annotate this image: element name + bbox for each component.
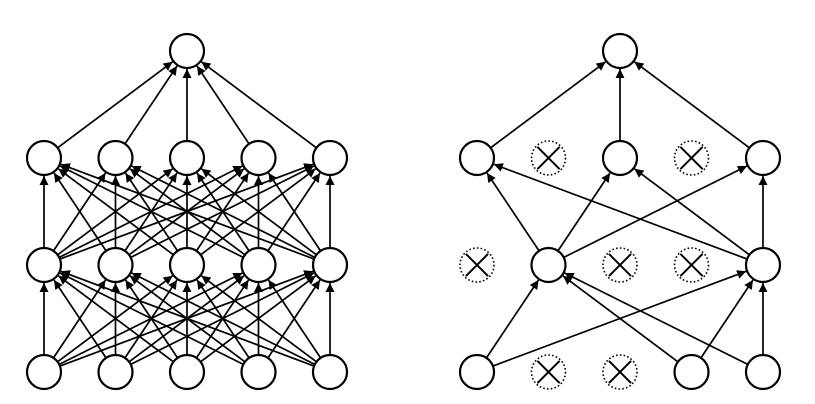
neuron (25, 246, 63, 284)
standard-network (25, 32, 349, 391)
neuron (744, 246, 782, 284)
dropped-neuron (530, 140, 567, 176)
connection-arrow (700, 279, 754, 359)
neuron (311, 246, 349, 284)
neuron (744, 139, 782, 177)
connection-arrow (59, 165, 244, 259)
connection-arrow (53, 172, 107, 252)
connection-arrow (60, 163, 315, 260)
connection-arrow (485, 279, 540, 359)
connection-arrow (564, 272, 749, 366)
neuron (240, 353, 277, 391)
neuron (97, 246, 134, 284)
connection-arrow (59, 272, 244, 366)
neuron (97, 139, 134, 177)
neuron (97, 353, 134, 391)
connection-arrow (60, 270, 315, 367)
neuron (240, 139, 277, 177)
neuron (168, 246, 206, 284)
dropped-neuron (530, 354, 567, 390)
standard-network-edges (39, 61, 335, 367)
neuron (240, 246, 277, 284)
connection-arrow (563, 165, 748, 259)
dropped-neuron (602, 354, 638, 390)
neuron (25, 139, 63, 177)
neuron (601, 32, 639, 70)
neuron (744, 353, 782, 391)
neuron (311, 139, 349, 177)
connection-arrow (267, 279, 322, 359)
connection-arrow (57, 61, 174, 149)
connection-arrow (200, 275, 317, 363)
connection-arrow (490, 61, 607, 149)
connection-arrow (557, 172, 611, 252)
connection-arrow (196, 65, 250, 145)
neuron (673, 353, 710, 391)
neuron (168, 353, 206, 391)
neuron (168, 139, 206, 177)
dropout-network (458, 32, 782, 391)
connection-arrow (57, 168, 174, 256)
dropped-neuron (673, 247, 710, 283)
dropped-neuron (602, 247, 638, 283)
neuron (25, 353, 63, 391)
neuron (601, 139, 639, 177)
connection-arrow (633, 168, 750, 256)
dropped-neuron (459, 247, 495, 283)
dropout-network-edges (485, 61, 768, 367)
connection-arrow (200, 168, 317, 256)
connection-arrow (57, 275, 174, 363)
neuron (168, 32, 206, 70)
neuron (458, 353, 496, 391)
connection-arrow (131, 165, 316, 259)
connection-arrow (633, 61, 750, 149)
connection-arrow (562, 275, 679, 363)
dropout-network-nodes (458, 32, 782, 391)
connection-arrow (53, 279, 107, 359)
connection-arrow (267, 172, 322, 252)
connection-arrow (200, 61, 317, 149)
standard-network-nodes (25, 32, 349, 391)
neuron (311, 353, 349, 391)
dropped-neuron (673, 140, 710, 176)
connection-arrow (131, 272, 316, 366)
neuron (530, 246, 567, 284)
connection-arrow (486, 172, 540, 252)
neuron (458, 139, 496, 177)
connection-arrow (124, 65, 178, 145)
connection-arrow (493, 163, 748, 260)
